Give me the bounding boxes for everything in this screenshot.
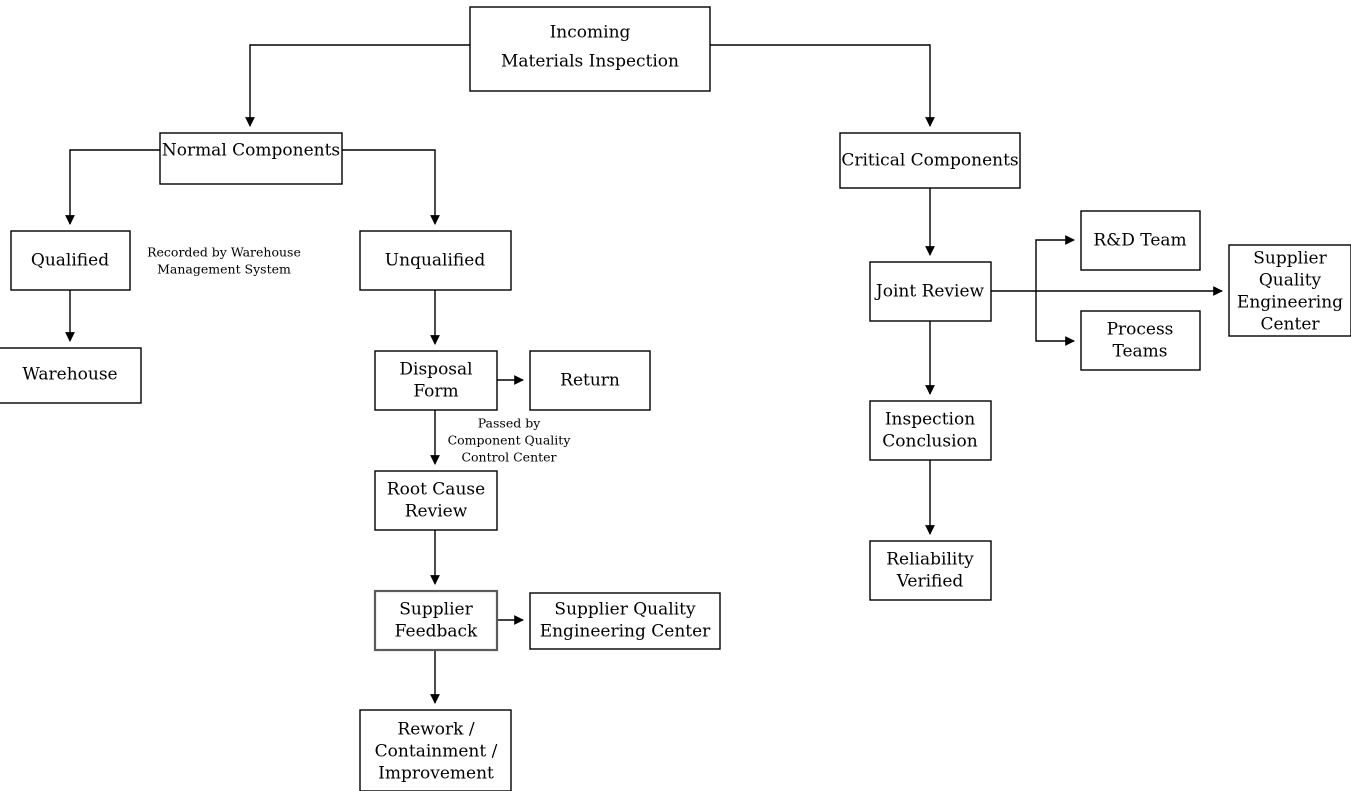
node-processteams-label-line1: Process <box>1107 320 1174 340</box>
node-rework-label-line1: Rework / <box>397 720 474 740</box>
node-warehouse-label: Warehouse <box>22 365 117 385</box>
node-supplier-quality-engineering-center-right[interactable]: Supplier Quality Engineering Center <box>1228 244 1351 337</box>
node-jointreview-label: Joint Review <box>874 282 985 302</box>
node-sqec-right-label-line2: Quality <box>1259 271 1322 291</box>
nodes-layer: Incoming Materials Inspection Normal Com… <box>0 6 1351 791</box>
edge-label-cqcc-note: Passed by Component Quality Control Cent… <box>448 416 572 465</box>
node-jointreview-rect[interactable] <box>869 261 992 322</box>
node-sqec-left-label-line1: Supplier Quality <box>554 600 696 620</box>
node-qualified-rect[interactable] <box>10 230 131 291</box>
node-inspectionconclusion-label-line2: Conclusion <box>882 432 977 452</box>
node-reliabilityverified-label-line2: Verified <box>896 572 964 592</box>
node-root-cause-review[interactable]: Root Cause Review <box>374 470 498 531</box>
node-critical-components[interactable]: Critical Components <box>839 132 1021 189</box>
node-rd-team[interactable]: R&D Team <box>1080 210 1201 271</box>
node-rdteam-rect[interactable] <box>1080 210 1201 271</box>
node-sqec-right-rect[interactable] <box>1228 244 1351 337</box>
node-sqec-left-label-line2: Engineering Center <box>540 622 711 642</box>
node-supplierfeedback-label-line1: Supplier <box>399 600 473 620</box>
node-normal-components[interactable]: Normal Components <box>159 132 343 185</box>
node-process-teams[interactable]: Process Teams <box>1080 310 1201 371</box>
node-critical-label: Critical Components <box>841 151 1018 171</box>
node-supplierfeedback-rect[interactable] <box>373 589 499 652</box>
edge-jointreview-to-processteams <box>1035 291 1075 346</box>
edge-incoming-to-normal <box>245 44 470 127</box>
node-incoming-label-line1: Incoming <box>550 23 631 43</box>
node-rootcause-label-line1: Root Cause <box>387 480 485 500</box>
node-supplierfeedback-label-line2: Feedback <box>395 622 478 642</box>
node-inspectionconclusion-rect[interactable] <box>869 400 992 461</box>
node-disposal-label-line1: Disposal <box>399 360 472 380</box>
node-sqec-right-label-line3: Engineering <box>1237 293 1343 313</box>
edge-normal-to-qualified <box>65 149 160 225</box>
node-inspectionconclusion-label-line1: Inspection <box>885 410 975 430</box>
node-rework-label-line3: Improvement <box>378 764 494 784</box>
node-rework-rect[interactable] <box>359 709 512 791</box>
node-sqec-right-label-line4: Center <box>1260 315 1320 335</box>
node-unqualified-label: Unqualified <box>385 251 486 271</box>
node-supplier-feedback[interactable]: Supplier Feedback <box>373 589 499 652</box>
node-joint-review[interactable]: Joint Review <box>869 261 992 322</box>
node-supplier-quality-engineering-center-left[interactable]: Supplier Quality Engineering Center <box>529 592 721 650</box>
node-warehouse-rect[interactable] <box>0 347 142 404</box>
node-rdteam-label: R&D Team <box>1093 231 1186 251</box>
node-normal-label: Normal Components <box>162 141 340 161</box>
node-unqualified[interactable]: Unqualified <box>359 230 512 291</box>
node-incoming-label-line2: Materials Inspection <box>501 52 679 72</box>
node-return-label: Return <box>560 371 620 391</box>
edge-label-warehouse-note: Recorded by Warehouse Management System <box>147 245 301 277</box>
node-unqualified-rect[interactable] <box>359 230 512 291</box>
node-warehouse[interactable]: Warehouse <box>0 347 142 404</box>
edge-label-cqcc-note-line1: Passed by <box>478 416 542 431</box>
edge-labels-layer: Recorded by Warehouse Management System … <box>147 245 571 465</box>
node-inspection-conclusion[interactable]: Inspection Conclusion <box>869 400 992 461</box>
node-sqec-left-rect[interactable] <box>529 592 721 650</box>
edges-layer <box>65 44 1223 704</box>
node-normal-rect[interactable] <box>159 132 343 185</box>
node-qualified-label: Qualified <box>31 251 109 271</box>
node-incoming-materials-inspection[interactable]: Incoming Materials Inspection <box>469 6 711 92</box>
node-reliability-verified[interactable]: Reliability Verified <box>869 540 992 601</box>
edge-label-warehouse-note-line1: Recorded by Warehouse <box>147 245 301 260</box>
node-disposal-rect[interactable] <box>374 350 498 411</box>
node-rework-label-line2: Containment / <box>375 742 498 762</box>
edge-label-cqcc-note-line2: Component Quality <box>448 433 572 448</box>
node-return-rect[interactable] <box>529 350 651 411</box>
edge-label-cqcc-note-line3: Control Center <box>461 450 556 465</box>
node-return[interactable]: Return <box>529 350 651 411</box>
node-reliabilityverified-rect[interactable] <box>869 540 992 601</box>
node-critical-rect[interactable] <box>839 132 1021 189</box>
node-rework-containment-improvement[interactable]: Rework / Containment / Improvement <box>359 709 512 791</box>
node-reliabilityverified-label-line1: Reliability <box>886 550 974 570</box>
node-rootcause-rect[interactable] <box>374 470 498 531</box>
node-disposal-label-line2: Form <box>413 382 458 402</box>
edge-normal-to-unqualified <box>342 149 440 225</box>
edge-incoming-to-critical <box>710 44 935 127</box>
node-disposal-form[interactable]: Disposal Form <box>374 350 498 411</box>
node-processteams-rect[interactable] <box>1080 310 1201 371</box>
edge-label-warehouse-note-line2: Management System <box>157 262 291 277</box>
edge-jointreview-to-rdteam <box>1035 235 1075 291</box>
node-qualified[interactable]: Qualified <box>10 230 131 291</box>
node-rootcause-label-line2: Review <box>405 502 468 522</box>
node-processteams-label-line2: Teams <box>1112 342 1167 362</box>
node-incoming-rect[interactable] <box>469 6 711 92</box>
node-sqec-right-label-line1: Supplier <box>1253 249 1327 269</box>
